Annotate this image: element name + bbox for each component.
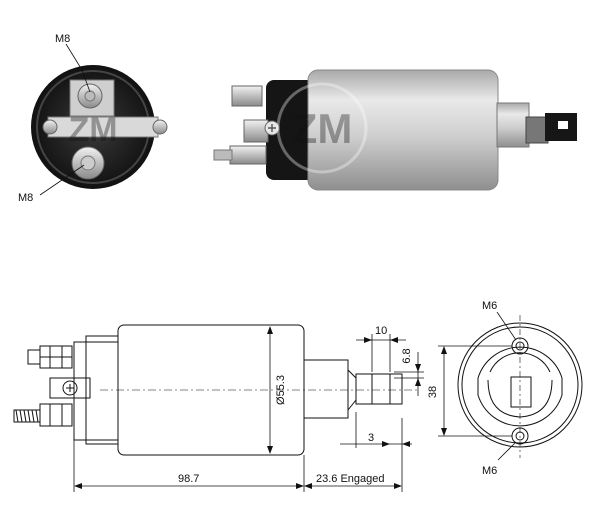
dimensions xyxy=(73,326,424,492)
dim-label-diameter: Ø55.3 xyxy=(275,375,287,405)
drawing-screw xyxy=(62,380,78,396)
brand-watermark: ZM xyxy=(276,82,368,174)
label-m6-bottom: M6 xyxy=(482,465,497,477)
end-inner-profile xyxy=(477,346,563,427)
drawing-plunger-base xyxy=(303,359,349,419)
drawing-housing xyxy=(73,341,119,441)
terminal-middle xyxy=(243,119,269,143)
end-drawing xyxy=(438,315,583,458)
end-slot xyxy=(510,376,532,408)
drawing-threaded-stud xyxy=(13,409,41,423)
threaded-stud xyxy=(213,149,233,161)
label-m8-top: M8 xyxy=(55,33,70,45)
dimension-labels: 98.7 23.6 Engaged Ø55.3 10 3 6.8 38 xyxy=(178,325,439,485)
dim-label-spacing: 38 xyxy=(427,386,439,398)
photo-side-view: ZM ZM xyxy=(68,69,577,191)
end-callouts xyxy=(496,311,517,461)
watermark-text: ZM xyxy=(292,105,353,152)
dim-label-width: 10 xyxy=(375,325,387,337)
svg-text:ZM: ZM xyxy=(68,111,117,149)
brand-watermark-small: ZM xyxy=(68,111,117,149)
label-m8-bottom: M8 xyxy=(18,192,33,204)
label-m6-top: M6 xyxy=(482,300,497,312)
plunger xyxy=(496,102,530,148)
side-screw-right xyxy=(152,119,168,135)
photo-end-view: M8 M8 xyxy=(18,33,168,204)
dim-label-engaged: 23.6 Engaged xyxy=(316,473,385,485)
dim-label-slot: 6.8 xyxy=(401,348,413,363)
terminal-lower xyxy=(229,145,267,165)
dim-label-length: 98.7 xyxy=(178,473,199,485)
terminal-upper xyxy=(231,85,263,107)
side-drawing xyxy=(13,324,420,456)
black-cap xyxy=(266,80,320,180)
dim-label-offset: 3 xyxy=(368,432,374,444)
side-screw-left xyxy=(42,119,58,135)
drawing-nut-lower xyxy=(39,403,73,427)
drawing-plunger-tip xyxy=(355,373,403,405)
